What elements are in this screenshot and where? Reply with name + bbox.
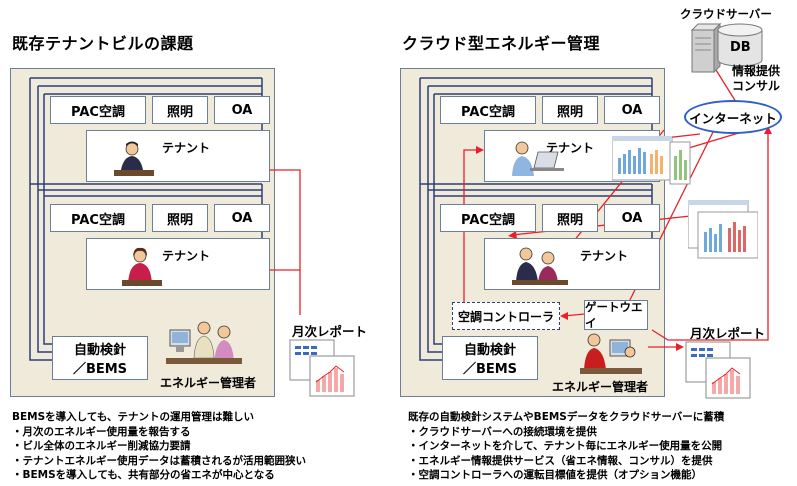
gateway-box: ゲートウエイ [584, 300, 648, 330]
right-note-4: ・空調コントローラへの運転目標値を提供（オプション機能） [408, 469, 702, 482]
right-note-2: ・インターネットを介して、テナント毎にエネルギー使用量を公開 [408, 440, 723, 453]
energy-dashboard-screen-2 [688, 200, 758, 259]
left-f1-light: 照明 [152, 96, 208, 124]
server-icon [690, 22, 722, 74]
left-f2-tenant-label: テナント [162, 249, 211, 263]
ac-controller-box: 空調コントローラ [452, 302, 560, 330]
left-meter-line2: ／BEMS [72, 362, 128, 377]
right-f1-light: 照明 [542, 96, 598, 124]
left-note-4: ・BEMSを導入しても、共有部分の省エネが中心となる [12, 469, 275, 482]
right-f2-pac: PAC空調 [440, 204, 536, 232]
right-f2-light: 照明 [542, 204, 598, 232]
consult-label: コンサル [732, 79, 781, 93]
left-f1-oa: OA [214, 96, 270, 124]
left-manager-label: エネルギー管理者 [160, 376, 257, 390]
info-consult-label: 情報提供 コンサル [732, 64, 780, 94]
right-report-document-icon [685, 341, 751, 399]
left-f2-tenant-room [86, 238, 270, 290]
left-f2-light: 照明 [152, 204, 208, 232]
right-title: クラウド型エネルギー管理 [402, 34, 601, 53]
right-report-label: 月次レポート [690, 326, 766, 341]
left-f1-tenant-label: テナント [162, 141, 211, 155]
right-note-0: 既存の自動検針システムやBEMSデータをクラウドサーバーに蓄積 [408, 411, 725, 423]
left-f2-pac: PAC空調 [50, 204, 146, 232]
left-note-3: ・テナントエネルギー使用データは蓄積されるが活用範囲狭い [12, 454, 306, 467]
database-icon [717, 23, 763, 67]
energy-manager-icon [166, 321, 242, 364]
left-note-2: ・ビル全体のエネルギー削減協力要請 [12, 440, 191, 453]
businesswoman-icon [122, 247, 162, 286]
cloud-server-label: クラウドサーバー [680, 7, 772, 21]
right-f1-oa: OA [604, 96, 660, 124]
right-energy-manager-icon [580, 333, 642, 374]
left-meter-box: 自動検針 ／BEMS [52, 336, 148, 380]
info-label: 情報提供 [732, 64, 781, 78]
right-meter-box: 自動検針 ／BEMS [442, 336, 538, 380]
right-notes: 既存の自動検針システムやBEMSデータをクラウドサーバーに蓄積 ・クラウドサーバ… [408, 410, 724, 483]
two-workers-icon [512, 247, 568, 285]
left-report-label: 月次レポート [292, 324, 368, 339]
right-meter-line2: ／BEMS [462, 362, 518, 377]
left-notes: BEMSを導入しても、テナントの運用管理は難しい ・月次のエネルギー使用量を報告… [12, 410, 306, 483]
right-meter-line1: 自動検針 [463, 343, 516, 358]
left-f2-oa: OA [214, 204, 270, 232]
right-f2-oa: OA [604, 204, 660, 232]
left-report-document-icon [289, 339, 355, 397]
left-f1-pac: PAC空調 [50, 96, 146, 124]
right-note-3: ・エネルギー情報提供サービス（省エネ情報、コンサル）を提供 [408, 454, 713, 467]
left-meter-line1: 自動検針 [73, 343, 126, 358]
businessman-icon [114, 141, 154, 176]
energy-dashboard-screen-1 [612, 136, 691, 185]
right-f1-tenant-label: テナント [546, 141, 595, 155]
laptop-user-icon [512, 141, 564, 176]
db-label: DB [730, 40, 751, 55]
left-note-0: BEMSを導入しても、テナントの運用管理は難しい [12, 411, 255, 423]
internet-cloud: インターネット [684, 100, 782, 134]
right-note-1: ・クラウドサーバーへの接続環境を提供 [408, 425, 597, 438]
right-f1-pac: PAC空調 [440, 96, 536, 124]
right-f2-tenant-label: テナント [580, 249, 629, 263]
right-manager-label: エネルギー管理者 [552, 380, 649, 394]
left-note-1: ・月次のエネルギー使用量を報告する [12, 425, 191, 438]
left-title: 既存テナントビルの課題 [12, 34, 194, 53]
